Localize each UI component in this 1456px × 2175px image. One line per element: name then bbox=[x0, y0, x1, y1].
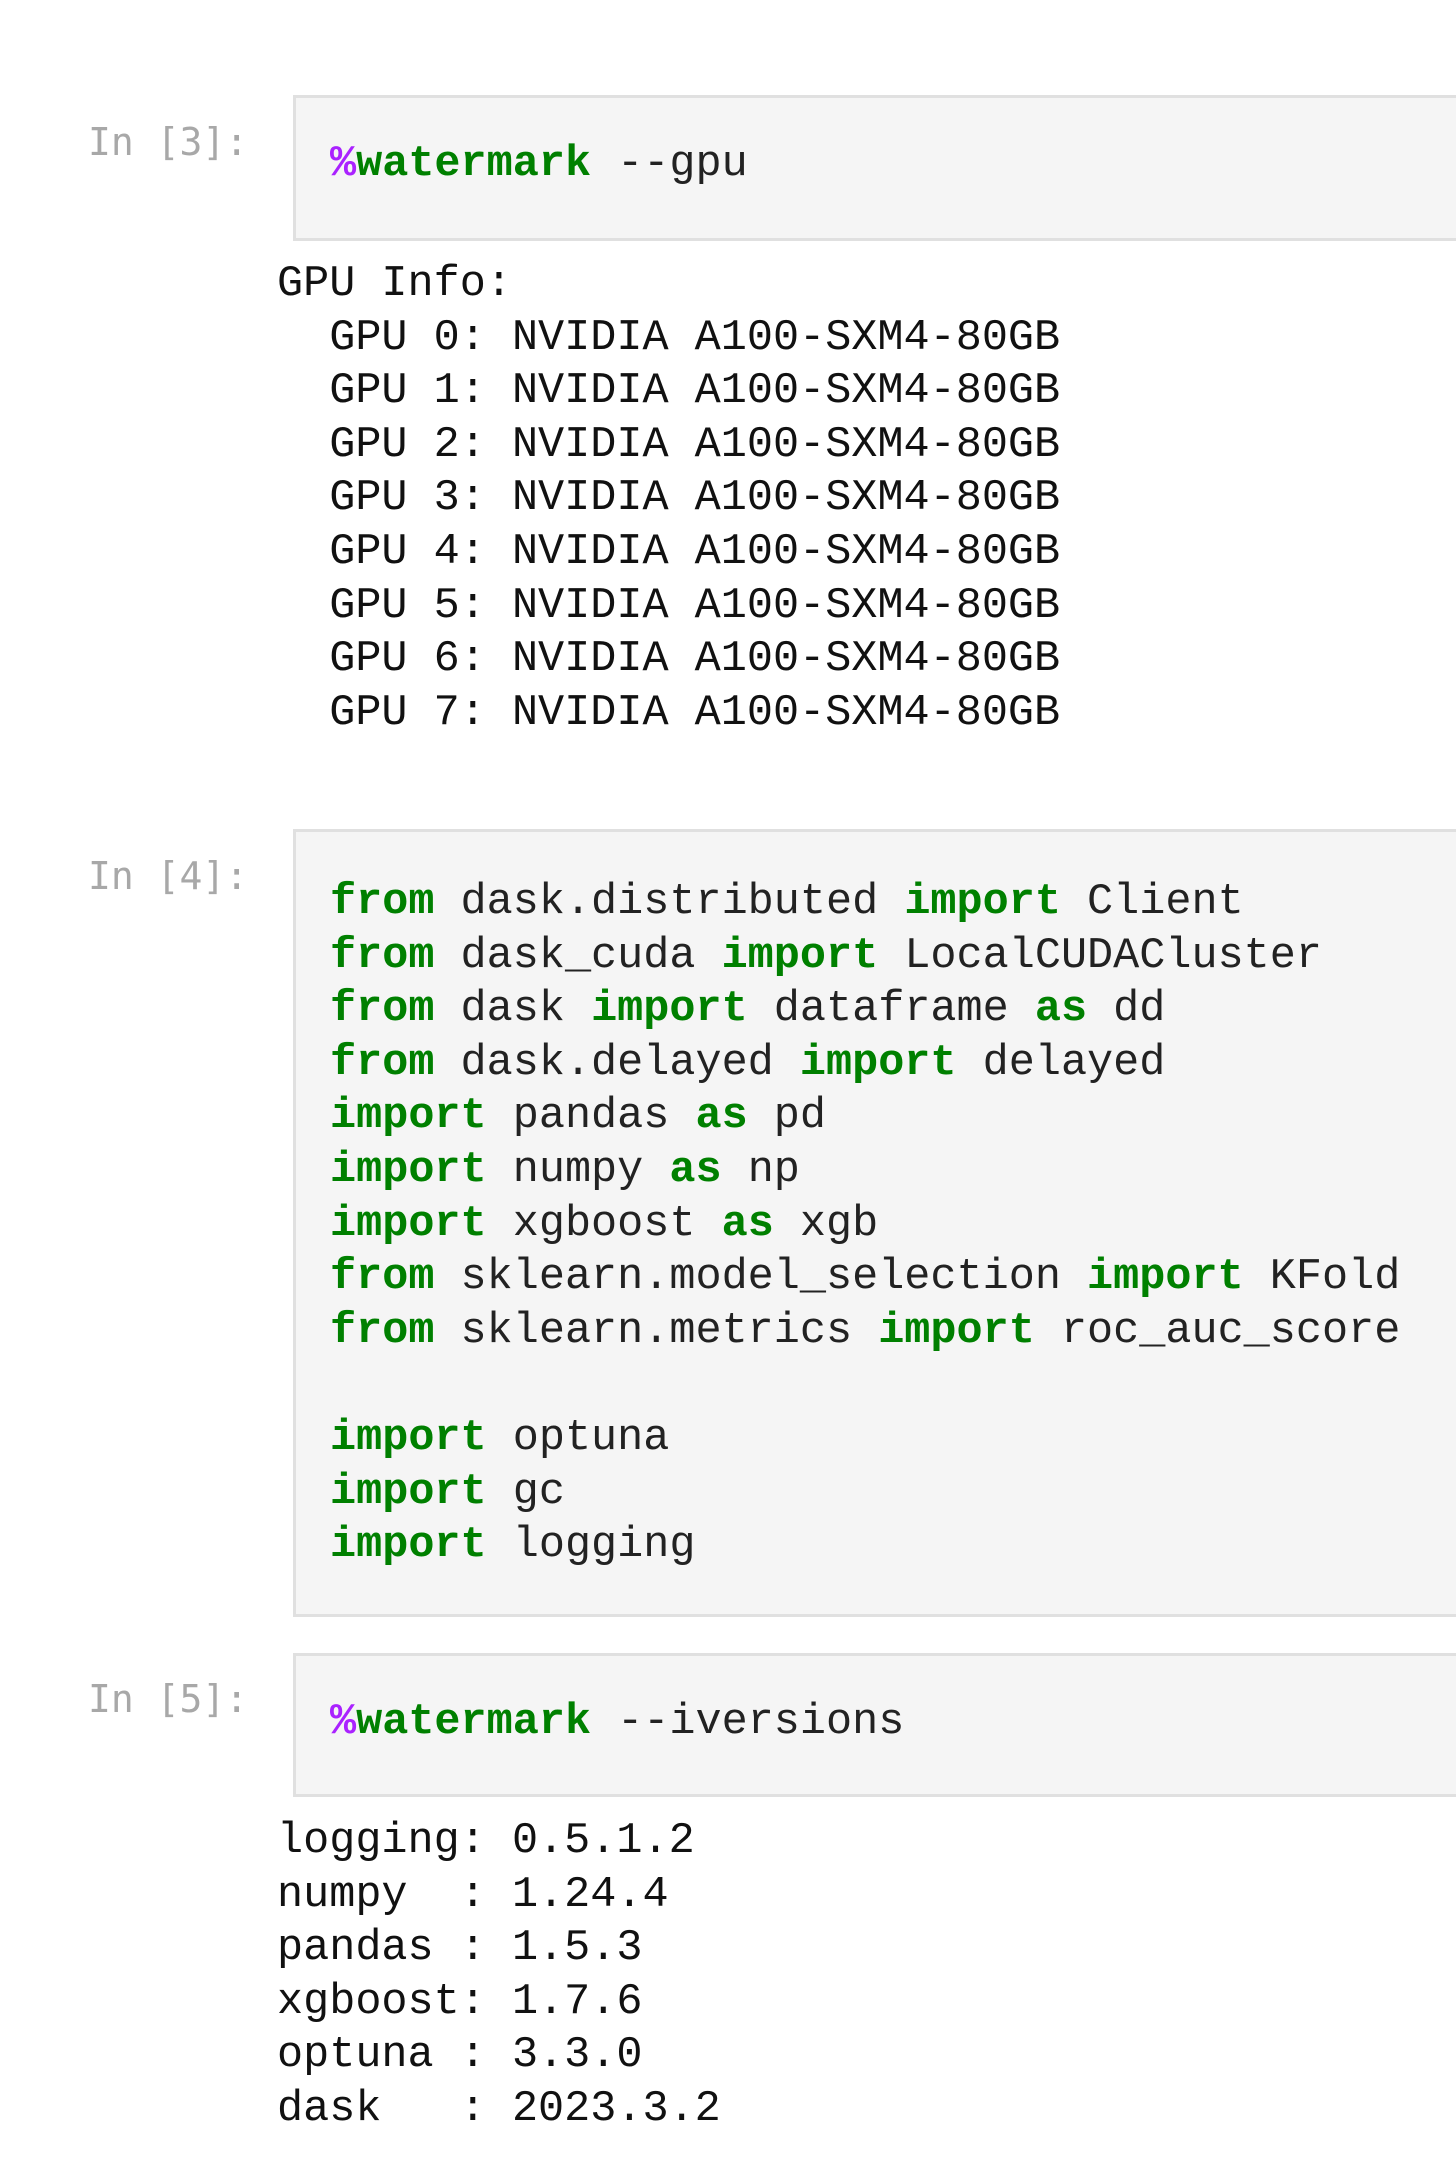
keyword-as: as bbox=[1034, 985, 1088, 1035]
keyword-import: import bbox=[591, 985, 748, 1035]
keyword-import: import bbox=[330, 1092, 487, 1142]
code-text: roc_auc_score bbox=[1034, 1306, 1401, 1356]
keyword-from: from bbox=[330, 931, 435, 981]
version-line: xgboost: 1.7.6 bbox=[277, 1977, 643, 2027]
code-text: pd bbox=[747, 1092, 827, 1142]
code-line-blank bbox=[330, 1358, 1400, 1412]
code-text: xgboost bbox=[486, 1199, 722, 1249]
code-text: dask.delayed bbox=[434, 1038, 800, 1088]
magic-percent-symbol: % bbox=[330, 1698, 357, 1747]
output-line: GPU 2: NVIDIA A100-SXM4-80GB bbox=[277, 420, 1061, 470]
output-line: GPU 5: NVIDIA A100-SXM4-80GB bbox=[277, 581, 1061, 631]
keyword-import: import bbox=[330, 1145, 487, 1195]
output-line: GPU 4: NVIDIA A100-SXM4-80GB bbox=[277, 527, 1061, 577]
keyword-import: import bbox=[330, 1199, 487, 1249]
code-line: from dask.distributed import Client bbox=[330, 876, 1400, 930]
code-text: pandas bbox=[486, 1092, 696, 1142]
code-text: LocalCUDACluster bbox=[878, 931, 1322, 981]
code-line: from dask import dataframe as dd bbox=[330, 983, 1400, 1037]
code-line: from dask_cuda import LocalCUDACluster bbox=[330, 930, 1400, 984]
keyword-from: from bbox=[330, 1253, 435, 1303]
cell-prompt: In [4]: bbox=[88, 854, 249, 898]
code-text: dask_cuda bbox=[434, 931, 722, 981]
output-header: GPU Info: bbox=[277, 260, 512, 309]
keyword-as: as bbox=[695, 1092, 748, 1142]
keyword-from: from bbox=[330, 985, 435, 1035]
code-text: sklearn.model_selection bbox=[434, 1253, 1088, 1303]
code-line: import pandas as pd bbox=[330, 1090, 1400, 1144]
code-text: xgb bbox=[773, 1199, 879, 1249]
code-text: sklearn.metrics bbox=[434, 1306, 879, 1356]
version-line: pandas : 1.5.3 bbox=[277, 1924, 643, 1974]
cell-prompt: In [5]: bbox=[88, 1677, 249, 1721]
output-line: GPU 3: NVIDIA A100-SXM4-80GB bbox=[277, 474, 1061, 524]
keyword-from: from bbox=[330, 878, 435, 927]
output-line: GPU 6: NVIDIA A100-SXM4-80GB bbox=[277, 635, 1061, 685]
code-editor[interactable]: %watermark --iversions bbox=[330, 1696, 904, 1750]
keyword-import: import bbox=[1087, 1253, 1244, 1303]
code-line: from sklearn.metrics import roc_auc_scor… bbox=[330, 1305, 1400, 1359]
code-text: dask bbox=[434, 985, 592, 1035]
keyword-import: import bbox=[799, 1038, 957, 1088]
magic-command-args: --iversions bbox=[591, 1698, 905, 1747]
magic-command-name: watermark bbox=[356, 1698, 592, 1747]
code-text: KFold bbox=[1243, 1253, 1401, 1303]
version-line: logging: 0.5.1.2 bbox=[277, 1817, 695, 1866]
code-text: numpy bbox=[486, 1145, 670, 1195]
magic-command-args: --gpu bbox=[591, 140, 748, 189]
code-text: dd bbox=[1087, 985, 1166, 1035]
code-line: import xgboost as xgb bbox=[330, 1198, 1400, 1252]
output-line: GPU 7: NVIDIA A100-SXM4-80GB bbox=[277, 688, 1061, 738]
code-text: gc bbox=[486, 1467, 565, 1517]
code-text: Client bbox=[1060, 878, 1244, 927]
code-text: delayed bbox=[956, 1038, 1166, 1088]
code-text: np bbox=[721, 1145, 800, 1195]
code-text: dask.distributed bbox=[434, 878, 905, 927]
version-line: dask : 2023.3.2 bbox=[277, 2084, 721, 2134]
code-line: from sklearn.model_selection import KFol… bbox=[330, 1251, 1400, 1305]
version-line: optuna : 3.3.0 bbox=[277, 2031, 643, 2081]
code-text: optuna bbox=[486, 1413, 670, 1463]
cell-output: GPU Info: GPU 0: NVIDIA A100-SXM4-80GB G… bbox=[277, 258, 1060, 740]
keyword-import: import bbox=[330, 1467, 487, 1517]
keyword-import: import bbox=[721, 931, 879, 981]
code-text: logging bbox=[486, 1521, 696, 1571]
keyword-import: import bbox=[330, 1413, 487, 1463]
keyword-from: from bbox=[330, 1038, 435, 1088]
keyword-from: from bbox=[330, 1306, 435, 1356]
code-line: import gc bbox=[330, 1466, 1400, 1520]
magic-command-name: watermark bbox=[356, 140, 592, 189]
magic-percent-symbol: % bbox=[330, 140, 357, 189]
version-line: numpy : 1.24.4 bbox=[277, 1870, 669, 1920]
keyword-import: import bbox=[330, 1521, 487, 1571]
code-editor[interactable]: %watermark --gpu bbox=[330, 138, 748, 192]
keyword-import: import bbox=[904, 878, 1061, 927]
code-input-area[interactable]: %watermark --gpu bbox=[293, 95, 1456, 241]
code-line: import logging bbox=[330, 1519, 1400, 1573]
code-input-area[interactable]: %watermark --iversions bbox=[293, 1653, 1456, 1797]
keyword-as: as bbox=[669, 1145, 722, 1195]
keyword-import: import bbox=[878, 1306, 1035, 1356]
output-line: GPU 1: NVIDIA A100-SXM4-80GB bbox=[277, 367, 1061, 417]
code-text: dataframe bbox=[747, 985, 1035, 1035]
code-line: from dask.delayed import delayed bbox=[330, 1037, 1400, 1091]
code-line: import optuna bbox=[330, 1412, 1400, 1466]
cell-prompt: In [3]: bbox=[88, 120, 249, 164]
keyword-as: as bbox=[721, 1199, 774, 1249]
code-line: import numpy as np bbox=[330, 1144, 1400, 1198]
output-line: GPU 0: NVIDIA A100-SXM4-80GB bbox=[277, 313, 1061, 363]
